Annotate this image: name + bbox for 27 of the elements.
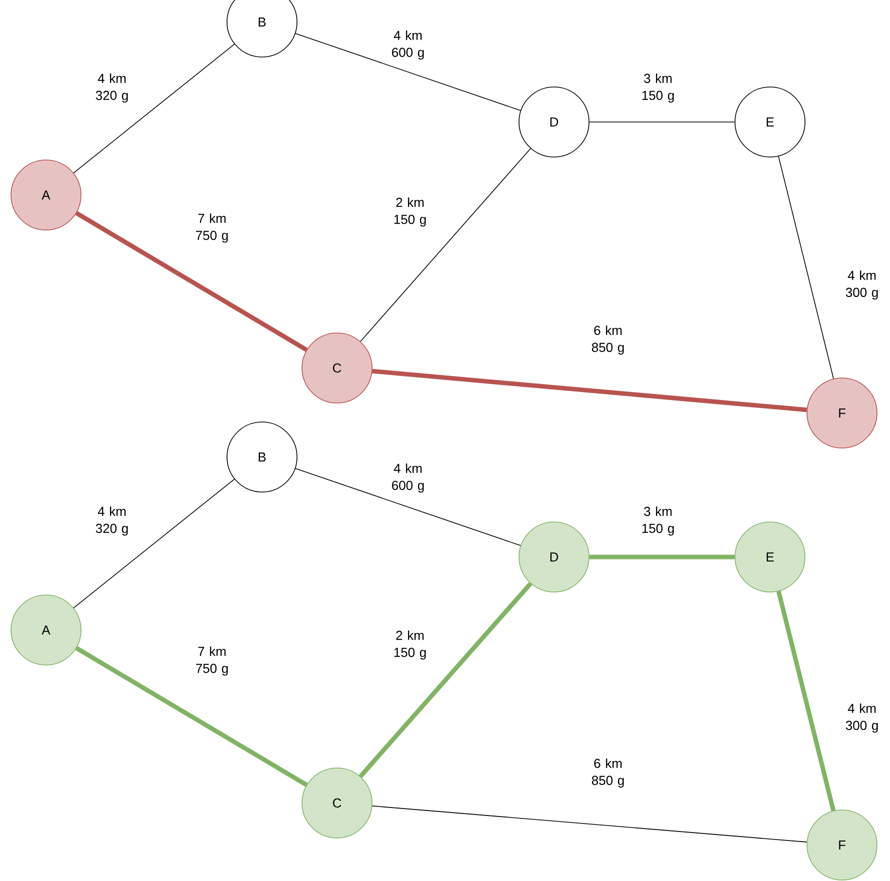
edge-label: 4 km 320 g	[91, 505, 133, 537]
connector-line	[73, 44, 235, 174]
edge-label: 7 km 750 g	[191, 212, 233, 244]
edge-label: 7 km 750 g	[191, 645, 233, 677]
edge-label: 4 km 300 g	[841, 702, 883, 734]
connector-line	[776, 590, 836, 812]
connector-line	[73, 478, 235, 608]
edge-label: 6 km 850 g	[587, 757, 629, 789]
connector-line	[372, 368, 807, 412]
edge-label: 4 km 600 g	[387, 29, 429, 61]
connector-line	[360, 148, 531, 342]
connector-line	[778, 156, 834, 380]
connector-line	[372, 806, 808, 842]
connector-line	[358, 582, 532, 778]
edge-label: 2 km 150 g	[389, 196, 431, 228]
edge-label: 6 km 850 g	[587, 324, 629, 356]
connector-line	[589, 554, 735, 560]
edge-label: 4 km 300 g	[841, 269, 883, 301]
edge-label: 4 km 600 g	[387, 462, 429, 494]
connector-line	[295, 468, 521, 546]
edge-label: 4 km 320 g	[91, 72, 133, 104]
edge-label: 3 km 150 g	[637, 72, 679, 104]
edge-label: 3 km 150 g	[637, 505, 679, 537]
connector-line	[75, 211, 308, 352]
edge-label: 2 km 150 g	[389, 629, 431, 661]
connector-line	[75, 646, 308, 787]
connector-line	[295, 33, 521, 111]
